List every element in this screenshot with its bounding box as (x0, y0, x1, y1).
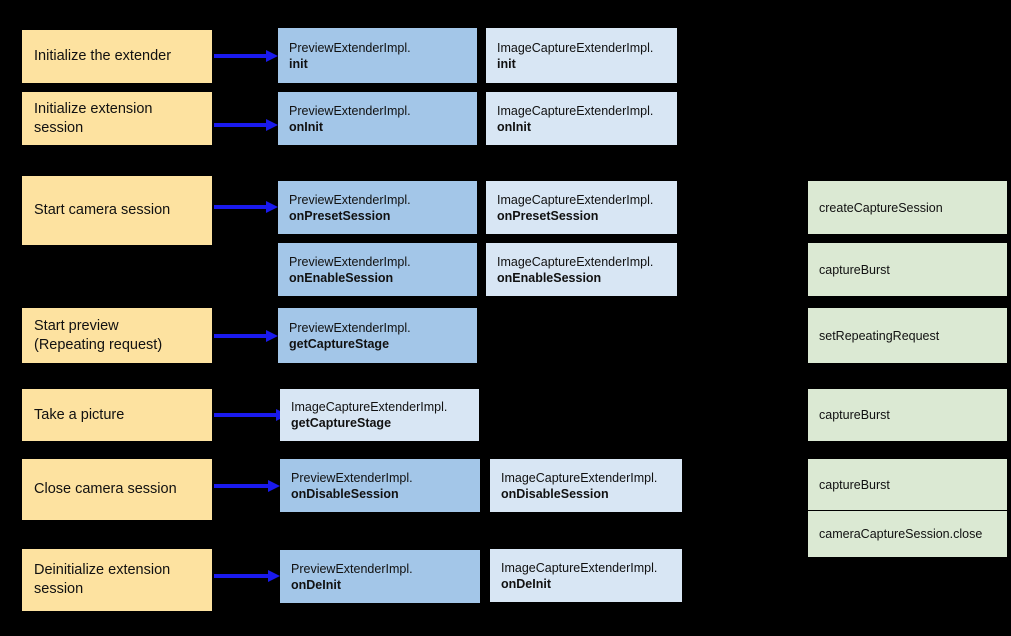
step-box-start-camera-session[interactable]: Start camera session (22, 176, 212, 245)
class-name-label: ImageCaptureExtenderImpl. (291, 400, 448, 414)
class-name-label: ImageCaptureExtenderImpl. (497, 103, 654, 118)
method-name-label: getCaptureStage (291, 416, 392, 430)
preview-extender-box-onpresetsession[interactable]: PreviewExtenderImpl. onPresetSession (278, 181, 477, 234)
arrow-shaft (214, 334, 266, 338)
arrow-head-icon (266, 330, 278, 342)
camera2-call-label: cameraCaptureSession.close (819, 527, 983, 541)
method-name-label: onDisableSession (501, 486, 609, 501)
class-name-label: PreviewExtenderImpl. (289, 320, 411, 335)
step-box-take-a-picture[interactable]: Take a picture (22, 389, 212, 441)
method-name-label: onEnableSession (289, 270, 394, 285)
arrow-shaft (214, 205, 266, 209)
preview-extender-box-onenablesession[interactable]: PreviewExtenderImpl. onEnableSession (278, 243, 477, 296)
method-name-label: onPresetSession (289, 208, 391, 223)
arrow-start-camera-session (214, 201, 278, 213)
method-name-label: onInit (289, 119, 324, 134)
step-label-line1: Initialize the extender (34, 48, 172, 65)
camera2-call-label: createCaptureSession (819, 200, 943, 215)
camera2-box-setrepeatingrequest[interactable]: setRepeatingRequest (808, 308, 1007, 363)
camera2-call-label: captureBurst (819, 477, 890, 492)
camera2-box-captureburst-3[interactable]: captureBurst (808, 459, 1007, 510)
arrow-head-icon (266, 50, 278, 62)
step-label-line1: Close camera session (34, 481, 177, 498)
arrow-shaft (214, 54, 266, 58)
step-box-init-extension-session[interactable]: Initialize extension session (22, 92, 212, 145)
class-name-label: ImageCaptureExtenderImpl. (497, 40, 654, 55)
step-label-line1: Start preview (34, 317, 119, 334)
method-name-label: onInit (497, 119, 532, 134)
class-name-label: ImageCaptureExtenderImpl. (501, 560, 658, 575)
image-capture-extender-box-ondeinit[interactable]: ImageCaptureExtenderImpl. onDeInit (490, 549, 682, 602)
preview-extender-box-oninit[interactable]: PreviewExtenderImpl. onInit (278, 92, 477, 145)
method-name-label: onDisableSession (291, 486, 399, 501)
arrow-shaft (214, 123, 266, 127)
method-name-label: onPresetSession (497, 208, 599, 223)
method-name-label: init (497, 56, 516, 71)
class-name-label: PreviewExtenderImpl. (289, 254, 411, 269)
step-box-init-extender[interactable]: Initialize the extender (22, 30, 212, 83)
method-name-label: getCaptureStage (289, 336, 390, 351)
class-name-label: PreviewExtenderImpl. (291, 561, 413, 576)
step-box-close-camera-session[interactable]: Close camera session (22, 459, 212, 520)
step-box-start-preview[interactable]: Start preview (Repeating request) (22, 308, 212, 363)
class-name-label: ImageCaptureExtenderImpl. (501, 470, 658, 485)
camera2-call-label: setRepeatingRequest (819, 328, 940, 343)
arrow-shaft (214, 574, 268, 578)
class-name-label: ImageCaptureExtenderImpl. (497, 254, 654, 269)
arrow-head-icon (266, 201, 278, 213)
arrow-deinit-extension-session (214, 570, 280, 582)
camera2-box-captureburst-1[interactable]: captureBurst (808, 243, 1007, 296)
camera2-box-createcapturesession[interactable]: createCaptureSession (808, 181, 1007, 234)
class-name-label: PreviewExtenderImpl. (289, 103, 411, 118)
image-capture-extender-box-oninit[interactable]: ImageCaptureExtenderImpl. onInit (486, 92, 677, 145)
arrow-shaft (214, 484, 268, 488)
camera2-box-cameracapturesession-close[interactable]: cameraCaptureSession.close (808, 511, 1007, 557)
class-name-label: ImageCaptureExtenderImpl. (497, 192, 654, 207)
class-name-label: PreviewExtenderImpl. (291, 470, 413, 485)
arrow-head-icon (268, 570, 280, 582)
preview-extender-box-ondisablesession[interactable]: PreviewExtenderImpl. onDisableSession (280, 459, 480, 512)
arrow-init-extension-session (214, 119, 278, 131)
step-box-deinit-extension-session[interactable]: Deinitialize extension session (22, 549, 212, 611)
method-name-label: onEnableSession (497, 270, 602, 285)
method-name-label: onDeInit (501, 576, 551, 591)
camera2-call-label: captureBurst (819, 262, 890, 277)
preview-extender-box-getcapturestage[interactable]: PreviewExtenderImpl. getCaptureStage (278, 308, 477, 363)
step-label-line2: session (34, 119, 84, 136)
step-label-line1: Take a picture (34, 406, 125, 423)
arrow-init-extender (214, 50, 278, 62)
camera2-box-captureburst-2[interactable]: captureBurst (808, 389, 1007, 441)
arrow-head-icon (266, 119, 278, 131)
arrow-shaft (214, 413, 276, 417)
step-label-line2: (Repeating request) (34, 336, 163, 353)
image-capture-extender-box-ondisablesession[interactable]: ImageCaptureExtenderImpl. onDisableSessi… (490, 459, 682, 512)
preview-extender-box-ondeinit[interactable]: PreviewExtenderImpl. onDeInit (280, 550, 480, 603)
preview-extender-box-init[interactable]: PreviewExtenderImpl. init (278, 28, 477, 83)
step-label-line1: Start camera session (34, 202, 171, 219)
image-capture-extender-box-getcapturestage[interactable]: ImageCaptureExtenderImpl. getCaptureStag… (280, 389, 479, 441)
step-label-line1: Initialize extension (34, 100, 153, 117)
step-label-line2: session (34, 581, 84, 597)
class-name-label: PreviewExtenderImpl. (289, 192, 411, 207)
image-capture-extender-box-onenablesession[interactable]: ImageCaptureExtenderImpl. onEnableSessio… (486, 243, 677, 296)
image-capture-extender-box-onpresetsession[interactable]: ImageCaptureExtenderImpl. onPresetSessio… (486, 181, 677, 234)
arrow-start-preview (214, 330, 278, 342)
class-name-label: PreviewExtenderImpl. (289, 40, 411, 55)
method-name-label: onDeInit (291, 577, 341, 592)
arrow-head-icon (268, 480, 280, 492)
arrow-close-camera-session (214, 480, 280, 492)
step-label-line1: Deinitialize extension (34, 562, 171, 579)
arrow-take-a-picture (214, 409, 288, 421)
method-name-label: init (289, 56, 308, 71)
image-capture-extender-box-init[interactable]: ImageCaptureExtenderImpl. init (486, 28, 677, 83)
camera2-call-label: captureBurst (819, 408, 890, 422)
